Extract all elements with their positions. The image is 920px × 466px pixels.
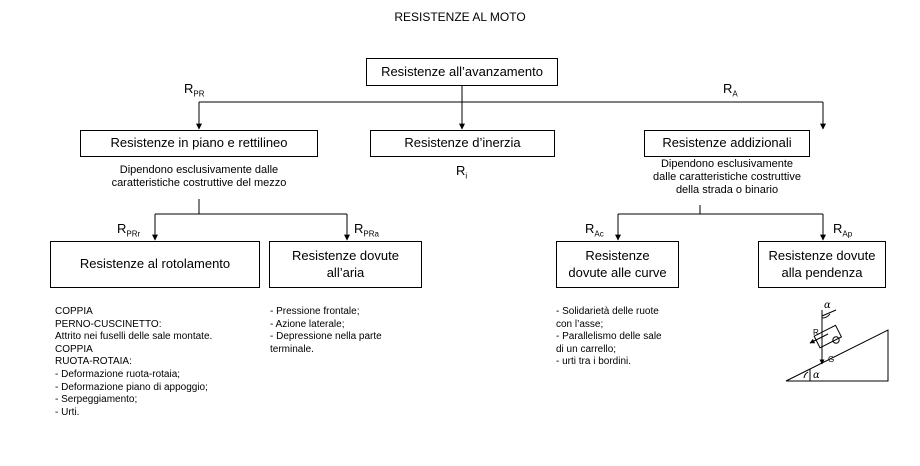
- list-curve: - Solidarietà delle ruote con l’asse; - …: [556, 306, 662, 369]
- wheel: [832, 336, 840, 344]
- incline-figure: α R G α: [785, 300, 889, 382]
- list-item: - Serpeggiamento;: [55, 394, 138, 406]
- list-item: - Pressione frontale;: [270, 306, 360, 317]
- slope-triangle: [785, 329, 889, 382]
- list-item: - Parallelismo delle sale: [556, 331, 662, 343]
- description-piano: Dipendono esclusivamente dalle caratteri…: [111, 164, 287, 190]
- node-resistenze-aria: Resistenze dovute all’aria: [269, 241, 422, 288]
- list-item: - Deformazione piano di appoggio;: [55, 381, 208, 393]
- list-item: - Solidarietà delle ruote: [556, 306, 659, 317]
- list-item: - Depressione nella parte: [270, 331, 382, 343]
- list-item: di un carrello;: [556, 343, 617, 355]
- list-item: - Deformazione ruota-rotaia;: [55, 368, 181, 380]
- node-resistenze-piano-rettilineo: Resistenze in piano e rettilineo: [80, 130, 318, 157]
- r-label: R: [813, 328, 819, 337]
- list-rotolamento: COPPIA PERNO-CUSCINETTO: Attrito nei fus…: [55, 306, 212, 419]
- vehicle-block: [813, 324, 843, 349]
- node-label: Resistenze all’avanzamento: [381, 63, 543, 79]
- node-resistenze-avanzamento: Resistenze all’avanzamento: [366, 58, 558, 86]
- list-item: COPPIA: [55, 306, 93, 317]
- node-resistenze-curve: Resistenze dovute alle curve: [556, 241, 679, 288]
- list-item: PERNO-CUSCINETTO:: [55, 318, 162, 330]
- description-addizionali: Dipendono esclusivamente dalle caratteri…: [653, 158, 801, 197]
- alpha-top-label: α: [824, 300, 831, 311]
- list-item: - Azione laterale;: [270, 318, 345, 330]
- list-aria: - Pressione frontale; - Azione laterale;…: [270, 306, 382, 356]
- list-item: - urti tra i bordini.: [556, 356, 632, 368]
- symbol-ra: RA: [723, 81, 738, 99]
- list-item: RUOTA-ROTAIA:: [55, 356, 132, 368]
- list-item: COPPIA: [55, 343, 93, 355]
- list-item: - Urti.: [55, 406, 80, 418]
- symbol-rpr: RPR: [184, 81, 205, 99]
- symbol-rpra: RPRa: [354, 221, 379, 239]
- symbol-rac: RAc: [585, 221, 604, 239]
- node-resistenze-pendenza: Resistenze dovute alla pendenza: [758, 241, 886, 288]
- diagram-title: RESISTENZE AL MOTO: [394, 10, 526, 24]
- symbol-rap: RAp: [833, 221, 853, 239]
- symbol-ri: Ri: [456, 163, 468, 181]
- alpha-bottom-label: α: [813, 370, 820, 381]
- node-resistenze-inerzia: Resistenze d’inerzia: [370, 130, 555, 157]
- list-item: Attrito nei fuselli delle sale montate.: [55, 331, 213, 343]
- list-item: con l’asse;: [556, 318, 604, 330]
- resistance-arrow: [809, 333, 829, 344]
- node-resistenze-addizionali: Resistenze addizionali: [644, 130, 810, 157]
- list-item: terminale.: [270, 343, 314, 355]
- node-resistenze-rotolamento: Resistenze al rotolamento: [50, 241, 260, 288]
- symbol-rprr: RPRr: [117, 221, 141, 239]
- g-label: G: [828, 355, 834, 364]
